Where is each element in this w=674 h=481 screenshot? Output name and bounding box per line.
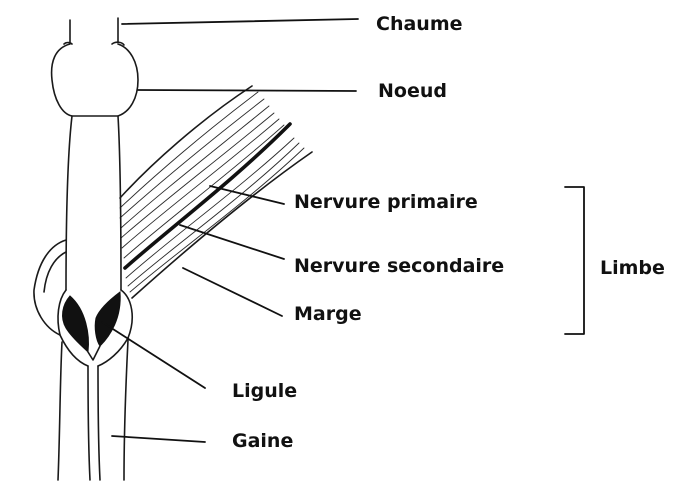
blade-base-inner [44, 252, 66, 292]
label-noeud: Noeud [378, 82, 447, 101]
culm-right-edge [118, 116, 121, 290]
node [52, 44, 138, 116]
leader-ligule [102, 322, 205, 388]
leader-marge [183, 268, 282, 316]
sheath-left-edge [58, 342, 62, 480]
blade-lower-edge [132, 152, 312, 298]
label-limbe: Limbe [600, 259, 665, 278]
secondary-veins [120, 92, 304, 292]
blade-upper-edge [120, 86, 252, 198]
culm-left-edge [66, 116, 72, 290]
label-chaume: Chaume [376, 15, 463, 34]
culm [52, 18, 138, 290]
sheath [58, 290, 132, 480]
leader-lines [102, 19, 358, 442]
leader-chaume [122, 19, 358, 24]
label-nervure-secondaire: Nervure secondaire [294, 257, 504, 276]
label-nervure-primaire: Nervure primaire [294, 193, 478, 212]
label-gaine: Gaine [232, 432, 293, 451]
leader-noeud [138, 90, 356, 91]
ligule-right-flap [95, 292, 120, 346]
label-ligule: Ligule [232, 382, 297, 401]
label-marge: Marge [294, 305, 362, 324]
limbe-bracket [565, 187, 584, 334]
primary-vein [125, 124, 290, 268]
ligule-left-flap [63, 296, 89, 352]
leader-gaine [112, 436, 205, 442]
leaf-blade [34, 86, 312, 335]
sheath-right-edge [124, 340, 128, 480]
